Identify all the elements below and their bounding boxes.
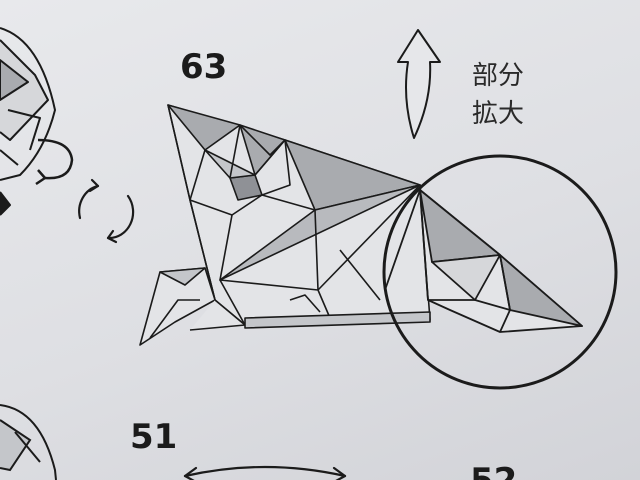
previous-step-figure (0, 27, 74, 216)
step-number-51: 51 (130, 417, 177, 457)
curved-up-arrow-icon (397, 29, 441, 139)
zoom-label-line1: 部分 (472, 61, 524, 91)
step-number-63: 63 (180, 47, 227, 87)
next-step-figure-left (0, 404, 57, 480)
magnify-circle-icon (382, 154, 618, 390)
zoomed-detail (384, 189, 583, 333)
zoom-label-line2: 拡大 (472, 99, 524, 129)
step-number-52: 52 (470, 461, 517, 480)
origami-figure-step-63 (139, 104, 431, 346)
double-arrow-icon (183, 465, 347, 480)
rotate-icon (78, 178, 135, 244)
